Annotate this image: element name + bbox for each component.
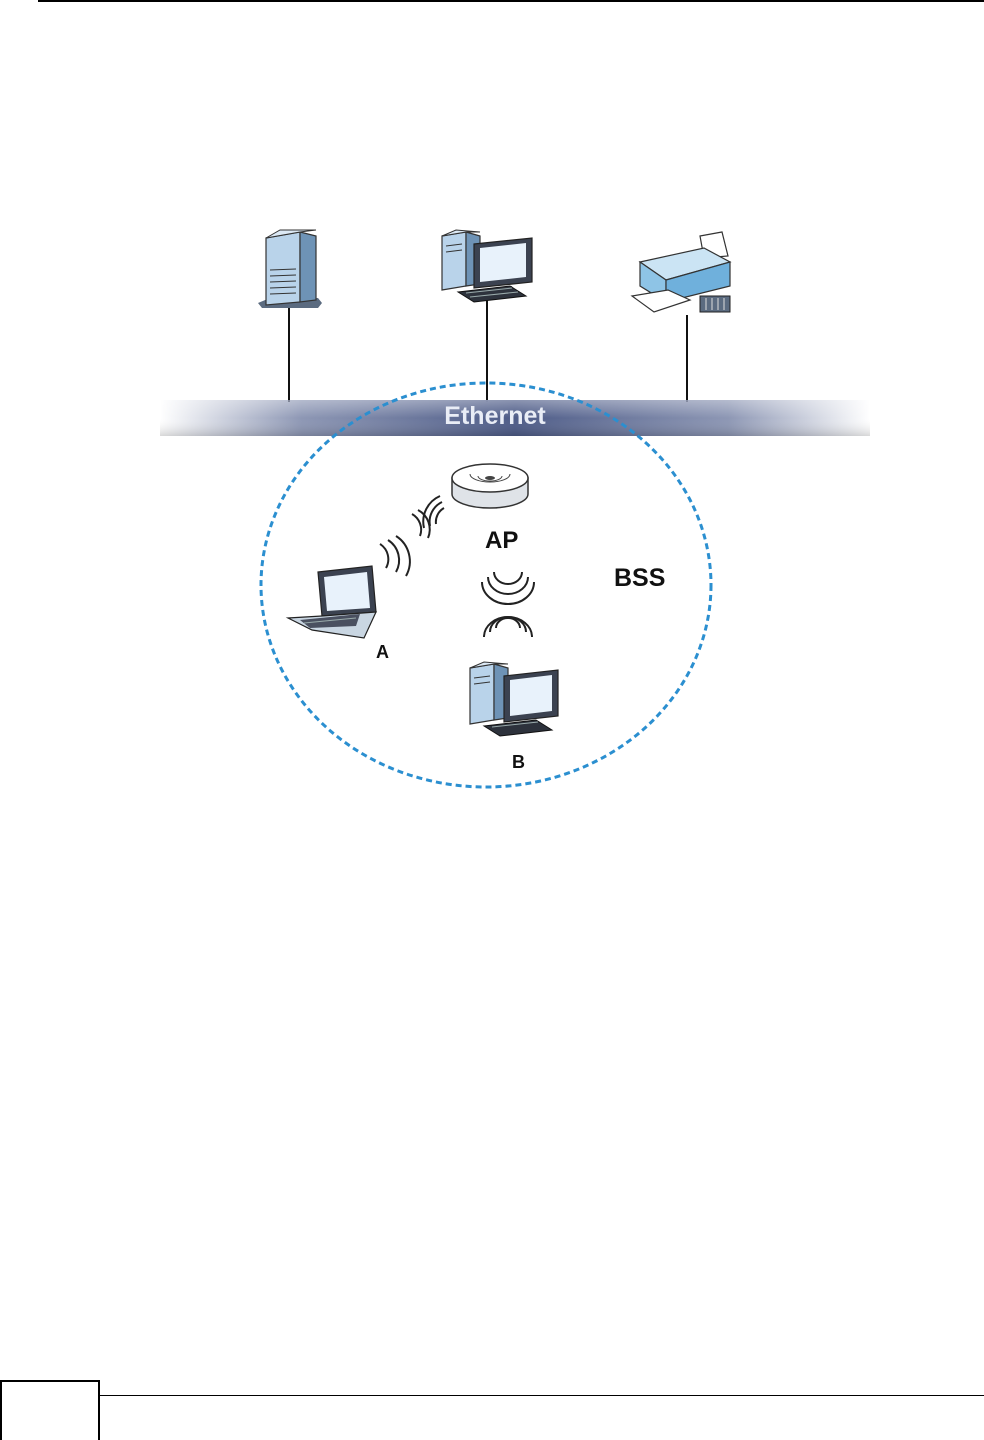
laptop-icon <box>288 566 376 638</box>
ethernet-label: Ethernet <box>420 402 570 431</box>
printer-icon <box>632 232 730 312</box>
wireless-signal-b-up-icon <box>484 617 532 637</box>
wireless-signal-ap-down-icon <box>482 572 534 604</box>
wireless-signal-laptop-icon <box>380 536 410 576</box>
wireless-signal-ap-left-icon <box>423 496 444 528</box>
footer-rule <box>100 1395 984 1396</box>
server-tower-icon <box>258 230 322 308</box>
desktop-computer-icon <box>442 230 532 302</box>
desktop-computer-b-icon <box>470 662 558 736</box>
access-point-icon <box>452 464 528 508</box>
bss-label: BSS <box>614 564 665 593</box>
ap-label: AP <box>485 527 518 555</box>
client-b-label: B <box>512 752 525 773</box>
wireless-signal-ap-left-far-icon <box>412 510 430 538</box>
client-a-label: A <box>376 642 389 663</box>
page-number-box <box>0 1380 100 1440</box>
